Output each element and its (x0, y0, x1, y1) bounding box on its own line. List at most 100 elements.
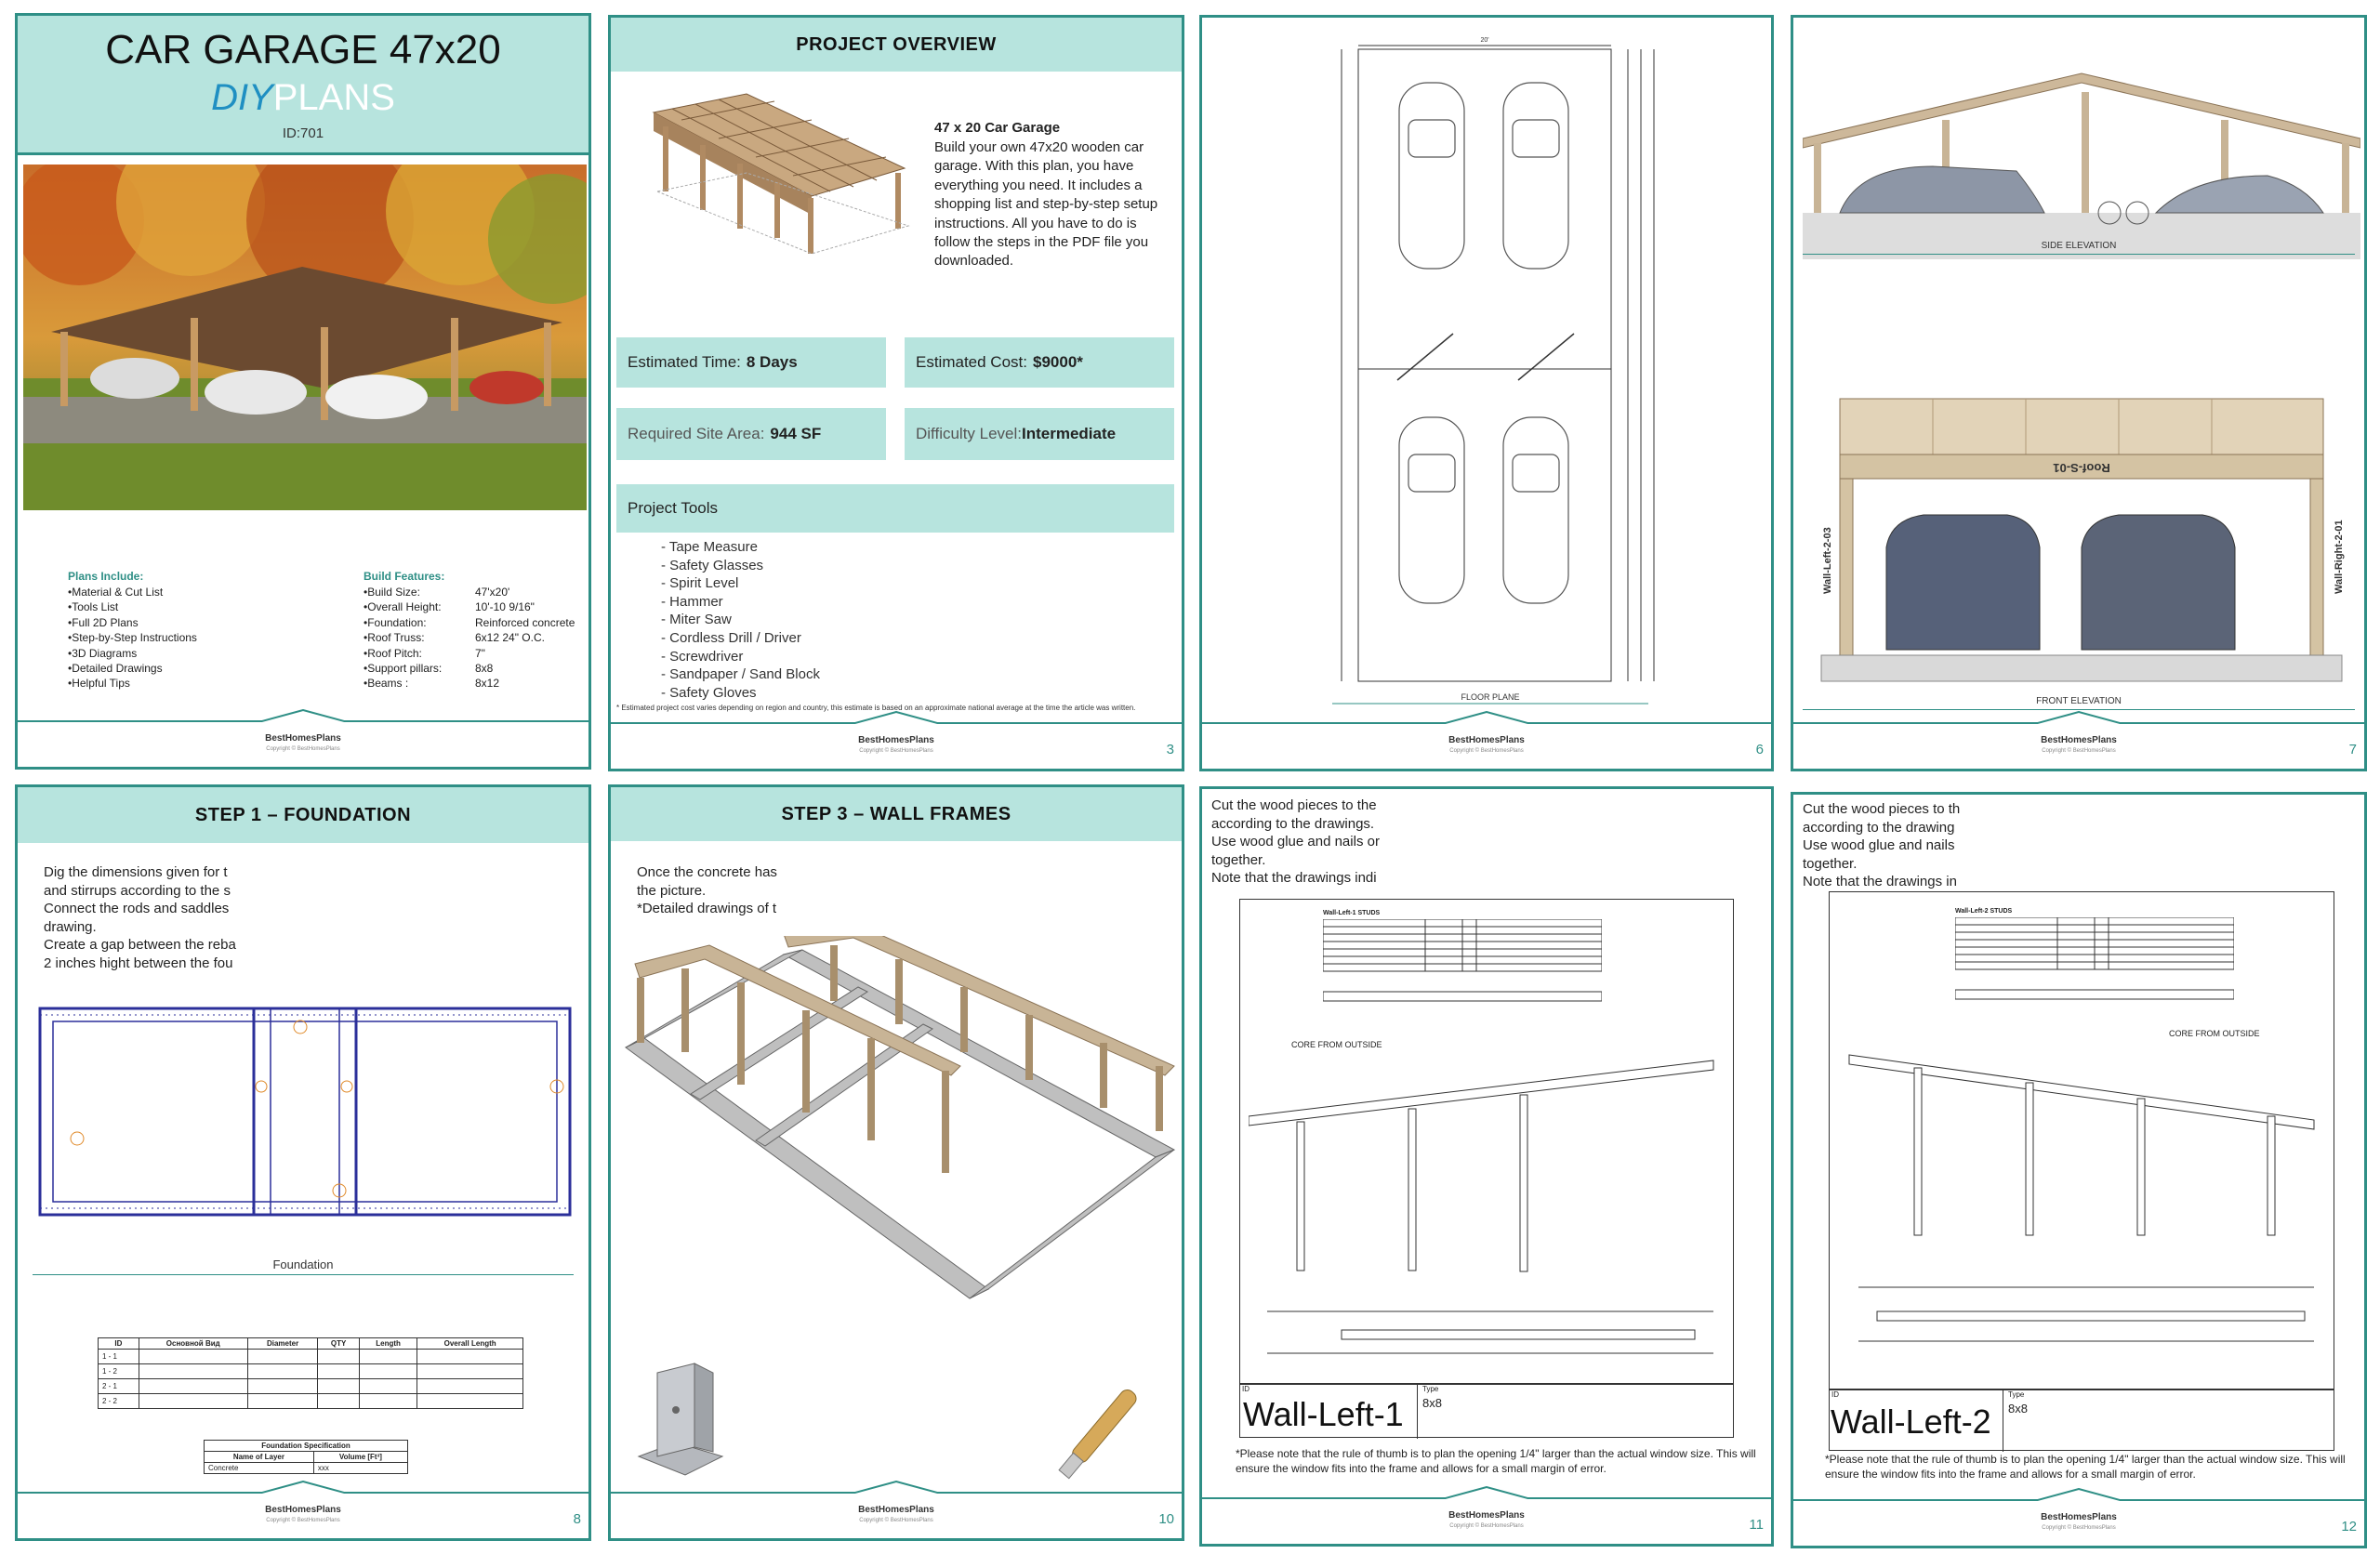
tool-item: - Safety Gloves (661, 684, 757, 701)
garage-3d-render (652, 93, 910, 255)
features-list: •Build Size:47'x20' •Overall Height:10'-… (364, 585, 587, 691)
wall1-title-block: ID Type 8x8 (1239, 1384, 1734, 1439)
page-elevations: SIDE ELEVATION Roof-S-01 Wall-Left-2-03 … (1791, 15, 2367, 771)
footer: BestHomesPlans Copyright © BestHomesPlan… (18, 1481, 588, 1538)
tool-item: - Sandpaper / Sand Block (661, 666, 820, 683)
tool-item: - Spirit Level (661, 575, 739, 592)
tool-item: - Tape Measure (661, 539, 758, 555)
estimated-cost-box: Estimated Cost:$9000* (905, 337, 1174, 388)
floor-plan-caption: FLOOR PLANE (1461, 692, 1519, 702)
roof-label: Roof-S-01 (2053, 461, 2109, 475)
id-label: ID (1242, 1385, 1250, 1393)
footer: BestHomesPlans Copyright © BestHomesPlan… (18, 709, 588, 767)
footer-copyright: Copyright © BestHomesPlans (266, 746, 340, 752)
footer-brand: BestHomesPlans (858, 1505, 934, 1515)
footer-brand: BestHomesPlans (265, 733, 341, 744)
estimated-time-box: Estimated Time:8 Days (616, 337, 886, 388)
footer-brand: BestHomesPlans (1448, 735, 1525, 745)
cover-diy-plans: DIYPLANS (18, 77, 588, 119)
footer-brand: BestHomesPlans (2041, 735, 2117, 745)
wall1-drawing-frame (1239, 899, 1734, 1384)
tool-item: - Cordless Drill / Driver (661, 629, 801, 646)
floor-plan-drawing: 20' FLOOR PLANE (1332, 37, 1655, 705)
front-elevation-caption: FRONT ELEVATION (2036, 696, 2122, 706)
step3-header: STEP 3 – WALL FRAMES (611, 787, 1182, 841)
foundation-drawing (38, 1007, 572, 1217)
tool-item: - Screwdriver (661, 648, 744, 665)
plans-item: •3D Diagrams (68, 646, 138, 660)
wall-left-label: Wall-Left-2-03 (1822, 527, 1833, 594)
plans-item: •Detailed Drawings (68, 662, 163, 676)
tools-list: - Tape Measure - Safety Glasses - Spirit… (661, 538, 820, 702)
footer-copyright: Copyright © BestHomesPlans (859, 1518, 933, 1523)
cover-diy: DIY (211, 77, 273, 118)
anchor-bolt-image (1058, 1389, 1137, 1480)
wall1-elevation (1249, 1060, 1714, 1354)
side-elevation-drawing (1803, 72, 2360, 259)
page-step1: STEP 1 – FOUNDATION Dig the dimensions g… (15, 784, 591, 1541)
page-number: 7 (2348, 742, 2357, 757)
footer-brand: BestHomesPlans (858, 735, 934, 745)
page-number: 12 (2341, 1519, 2357, 1534)
footer-copyright: Copyright © BestHomesPlans (266, 1518, 340, 1523)
footer-copyright: Copyright © BestHomesPlans (1449, 748, 1524, 754)
footer: BestHomesPlans Copyright © BestHomesPlan… (611, 711, 1182, 769)
divider (1803, 709, 2355, 710)
features-title: Build Features: (364, 570, 445, 583)
floor-dim-top: 20' (1480, 37, 1488, 44)
cover-plans: PLANS (272, 77, 395, 118)
wall2-elevation (1848, 1054, 2315, 1342)
wall1-note: *Please note that the rule of thumb is t… (1236, 1447, 1756, 1475)
wall2-note: *Please note that the rule of thumb is t… (1825, 1453, 2346, 1481)
plans-item: •Full 2D Plans (68, 615, 139, 629)
page-cover: CAR GARAGE 47x20 DIYPLANS ID:701 Plans I… (15, 13, 591, 770)
table-row: 2 - 2 (98, 1393, 523, 1409)
overview-header: PROJECT OVERVIEW (611, 18, 1182, 72)
project-tools-header: Project Tools (616, 484, 1174, 533)
wall2-studs-title: Wall-Left-2 STUDS (1955, 908, 2013, 915)
wall2-drawing-frame (1829, 891, 2334, 1389)
tool-item: - Miter Saw (661, 612, 732, 628)
footer: BestHomesPlans Copyright © BestHomesPlan… (611, 1481, 1182, 1538)
table-row: 1 - 2 (98, 1363, 523, 1379)
footer: BestHomesPlans Copyright © BestHomesPlan… (1202, 1486, 1771, 1544)
type-value: 8x8 (2008, 1402, 2028, 1416)
footer-brand: BestHomesPlans (2041, 1512, 2117, 1522)
core-from-outside-label: CORE FROM OUTSIDE (1291, 1040, 1382, 1049)
wall2-title-block: ID Type 8x8 (1829, 1389, 2334, 1452)
post-base-bracket-image (637, 1363, 724, 1476)
plans-item: •Helpful Tips (68, 677, 130, 691)
footer-brand: BestHomesPlans (265, 1505, 341, 1515)
footer-copyright: Copyright © BestHomesPlans (1449, 1523, 1524, 1529)
feature-row: •Beams :8x12 (364, 677, 500, 691)
site-area-box: Required Site Area:944 SF (616, 408, 886, 460)
type-value: 8x8 (1422, 1396, 1442, 1410)
page-number: 8 (573, 1511, 581, 1527)
feature-row: •Roof Pitch:7" (364, 646, 485, 660)
footer-brand: BestHomesPlans (1448, 1510, 1525, 1521)
plans-item: •Tools List (68, 600, 119, 614)
cover-photo (23, 165, 587, 510)
wall1-studs-title: Wall-Left-1 STUDS (1323, 910, 1381, 916)
feature-row: •Build Size:47'x20' (364, 586, 510, 599)
plans-item: •Step-by-Step Instructions (68, 631, 197, 645)
type-box (1417, 1385, 1418, 1439)
plans-include-title: Plans Include: (68, 570, 144, 583)
wall-frames-3d (625, 936, 1176, 1299)
footer: BestHomesPlans Copyright © BestHomesPlan… (1793, 711, 2364, 769)
footer: BestHomesPlans Copyright © BestHomesPlan… (1202, 711, 1771, 769)
step1-header: STEP 1 – FOUNDATION (18, 787, 588, 843)
page-overview: PROJECT OVERVIEW 47 x 20 Car Garage Buil… (608, 15, 1184, 771)
difficulty-box: Difficulty Level:Intermediate (905, 408, 1174, 460)
side-elevation-caption: SIDE ELEVATION (2041, 241, 2117, 251)
page-number: 11 (1749, 1517, 1764, 1533)
page-floor-plan: 20' FLOOR PLANE BestHomesPlans Copyright… (1199, 15, 1774, 771)
